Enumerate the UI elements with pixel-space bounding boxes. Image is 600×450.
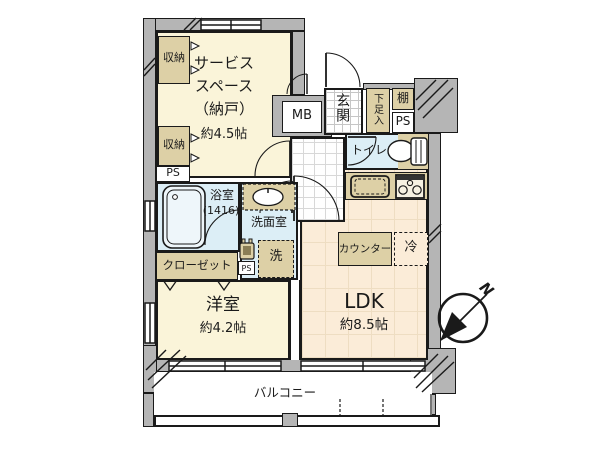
- fridge-label: 冷: [404, 240, 418, 255]
- wall-column-western-ldk: [290, 280, 300, 360]
- service-space-name-3: （納戸）: [193, 100, 254, 118]
- room-entrance: [324, 88, 363, 135]
- wall-right: [428, 133, 441, 360]
- closet-lower-label: 収納: [163, 138, 185, 151]
- shoe-box: [366, 88, 390, 133]
- western-room-label: 洋室: [206, 295, 240, 315]
- pipe-space-3-label: PS: [241, 264, 252, 273]
- bathroom-label: 浴室: [209, 188, 234, 202]
- fridge-space: [394, 232, 428, 266]
- dining-counter-label: カウンター: [338, 243, 392, 255]
- meter-box: [282, 101, 322, 133]
- washer-space: [258, 240, 294, 278]
- shoe-box-label: 下足入: [371, 93, 383, 126]
- western-room-area: 約4.2帖: [199, 321, 247, 336]
- service-space-name-1: サービス: [193, 54, 254, 72]
- room-western: [156, 280, 290, 360]
- compass-icon: [437, 292, 489, 344]
- wall-strip-bottom-left: [143, 393, 154, 427]
- balcony-floor: [154, 372, 432, 415]
- pipe-space-2-label: PS: [395, 114, 411, 128]
- shelf-label: 棚: [396, 91, 409, 105]
- wall-left: [143, 18, 156, 350]
- hallway: [290, 137, 345, 222]
- wall-bottom: [156, 358, 432, 372]
- balcony-railing-divider: [282, 413, 298, 427]
- dining-counter: [338, 232, 392, 266]
- toilet-label: トイレ: [350, 143, 387, 157]
- kitchen-counter: [345, 172, 428, 200]
- wardrobe-label: クローゼット: [162, 258, 232, 272]
- bathroom-size-label: (1416): [202, 204, 240, 217]
- pipe-space-box-3: [238, 261, 255, 275]
- washroom-label: 洗面室: [250, 215, 287, 229]
- washer-label: 洗: [269, 249, 283, 264]
- closet-lower: [158, 126, 190, 166]
- meter-box-label: MB: [291, 108, 313, 123]
- closet-upper-label: 収納: [163, 51, 185, 64]
- closet-upper: [158, 36, 190, 84]
- service-space-area: 約4.5帖: [200, 127, 248, 142]
- wall-corner-top-right: [414, 78, 458, 133]
- wall-top: [143, 18, 305, 31]
- shelf-box: [392, 88, 414, 110]
- wardrobe-closet: [156, 252, 238, 280]
- pipe-space-box-1: [156, 166, 190, 182]
- service-space-name-2: スペース: [194, 77, 254, 95]
- pipe-space-1-label: PS: [166, 166, 180, 179]
- compass-north-label: N: [475, 278, 498, 300]
- entrance-door: [325, 52, 361, 88]
- ldk-label: LDK: [344, 289, 384, 313]
- balcony-label: バルコニー: [253, 385, 317, 400]
- ldk-area: 約8.5帖: [339, 317, 389, 333]
- entrance-label: 玄関: [334, 93, 351, 123]
- pipe-space-box-2: [392, 112, 414, 133]
- wall-service-right: [292, 31, 305, 95]
